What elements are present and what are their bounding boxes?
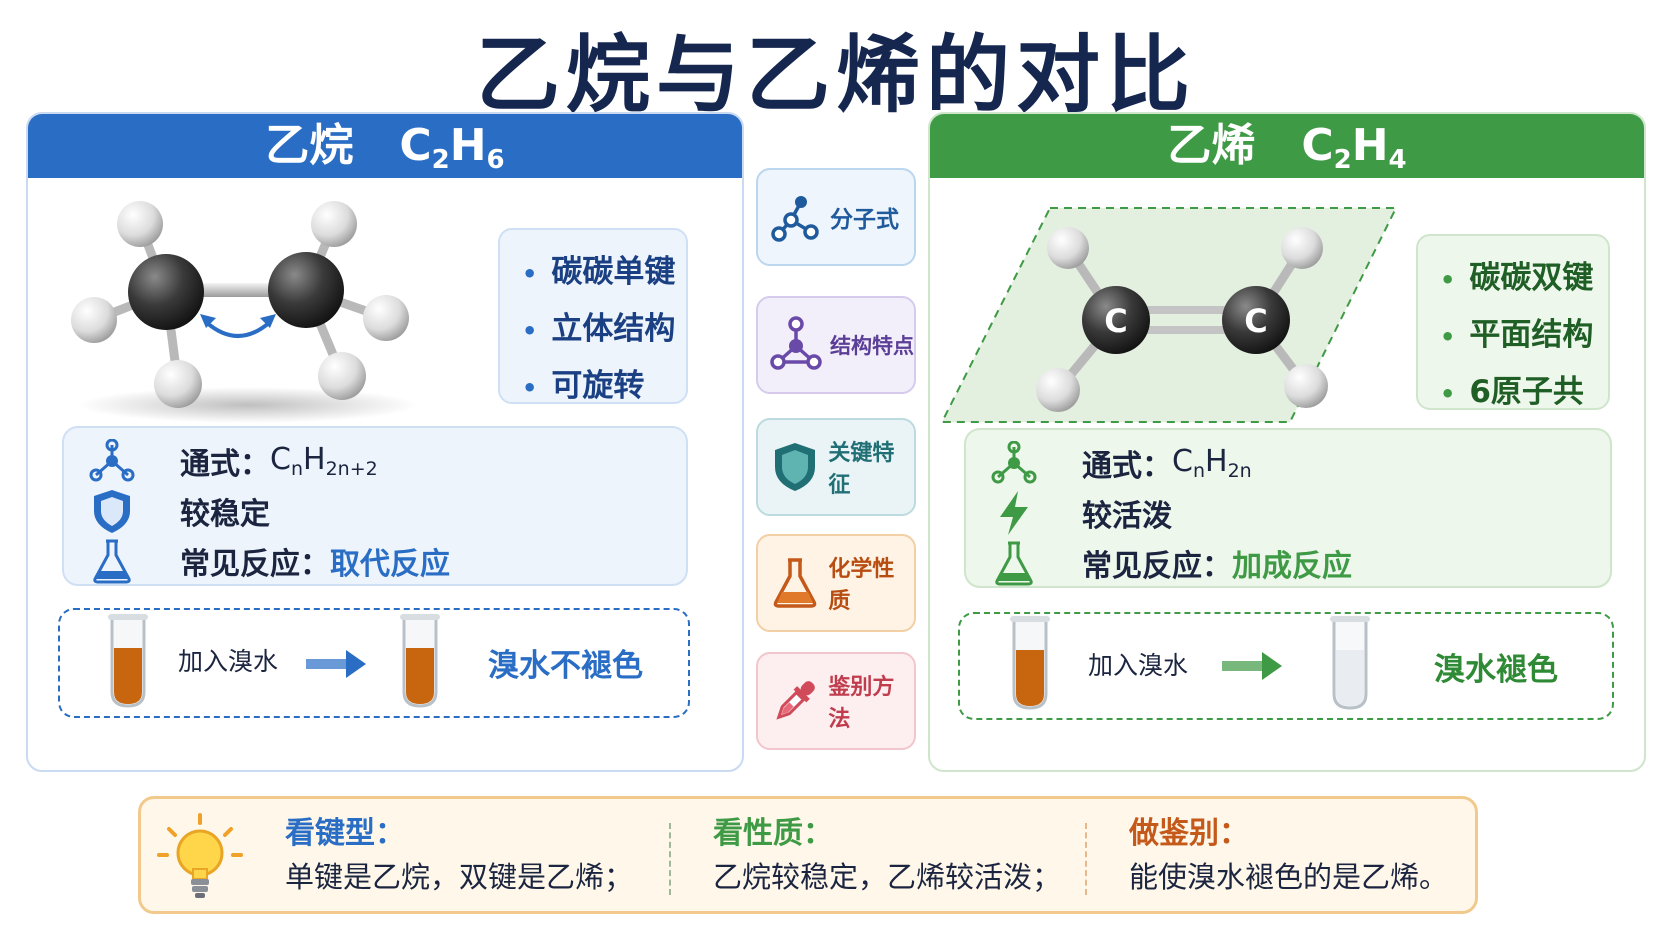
feature-item: •碳碳双键 bbox=[1440, 260, 1594, 296]
ethylene-features: •碳碳双键 •平面结构 •6原子共面 bbox=[1416, 234, 1610, 469]
general-formula: CnH2n+2 bbox=[270, 442, 378, 480]
summary-text: 乙烷较稳定，乙烯较活泼； bbox=[713, 860, 1062, 894]
test-action-label: 加入溴水 bbox=[178, 647, 279, 676]
summary-heading: 看键型： bbox=[285, 816, 405, 851]
category-structure: 结构特点 bbox=[756, 296, 916, 394]
lightning-icon bbox=[986, 488, 1042, 538]
page-title: 乙烷与乙烯的对比 bbox=[475, 26, 1196, 124]
feature-item: •可旋转 bbox=[522, 368, 645, 404]
shield-icon bbox=[84, 486, 140, 536]
flask-icon bbox=[766, 553, 824, 613]
flask-icon bbox=[84, 536, 140, 586]
ethane-bromine-test: 加入溴水 溴水不褪色 bbox=[58, 608, 690, 718]
stability-row: 较稳定 bbox=[84, 486, 270, 536]
ethane-name: 乙烷 bbox=[265, 120, 354, 171]
summary-box: 看键型： 单键是乙烷，双键是乙烯； 看性质： 乙烷较稳定，乙烯较活泼； 做鉴别：… bbox=[138, 796, 1478, 914]
general-formula: CnH2n bbox=[1172, 444, 1252, 482]
molecular-plane bbox=[940, 207, 1398, 423]
molecule-icon bbox=[766, 187, 826, 247]
test-tube-icon bbox=[108, 614, 148, 708]
reaction-type: 取代反应 bbox=[330, 547, 450, 582]
feature-item: •碳碳单键 bbox=[522, 254, 676, 290]
feature-item: •6原子共面 bbox=[1440, 374, 1584, 469]
stability-row: 较活泼 bbox=[986, 488, 1172, 538]
ethane-molecule-model bbox=[71, 201, 418, 423]
ethane-info-box: 通式： CnH2n+2 较稳定 常见反应： 取代反应 bbox=[62, 426, 688, 586]
arrow-icon bbox=[306, 650, 366, 678]
reaction-row: 常见反应： 加成反应 bbox=[986, 538, 1352, 588]
summary-bond-type: 看键型： 单键是乙烷，双键是乙烯； bbox=[285, 813, 633, 899]
ethylene-panel: 乙烯 C2H4 C C •碳碳双键 •平面结构 • bbox=[928, 112, 1646, 772]
reaction-row: 常见反应： 取代反应 bbox=[84, 536, 450, 586]
category-label: 结构特点 bbox=[830, 334, 914, 358]
summary-heading: 看性质： bbox=[713, 816, 833, 851]
category-identification: 鉴别方法 bbox=[756, 652, 916, 750]
molecule-icon bbox=[84, 436, 140, 486]
structure-icon bbox=[766, 315, 826, 375]
reaction-type: 加成反应 bbox=[1232, 549, 1352, 584]
ethane-panel: 乙烷 C2H6 bbox=[26, 112, 744, 772]
lightbulb-icon bbox=[157, 813, 243, 898]
dropper-icon bbox=[766, 671, 824, 731]
category-label: 关键特征 bbox=[828, 441, 895, 498]
flask-icon bbox=[986, 538, 1042, 588]
ethane-formula: C2H6 bbox=[399, 120, 505, 175]
test-tube-icon bbox=[1330, 616, 1370, 710]
test-action-label: 加入溴水 bbox=[1088, 651, 1189, 680]
category-label: 分子式 bbox=[830, 207, 899, 233]
category-molecular-formula: 分子式 bbox=[756, 168, 916, 266]
divider bbox=[1085, 823, 1087, 895]
summary-identification: 做鉴别： 能使溴水褪色的是乙烯。 bbox=[1129, 813, 1448, 899]
arrow-icon bbox=[1222, 652, 1282, 680]
general-formula-row: 通式： CnH2n bbox=[986, 438, 1252, 488]
ethylene-molecule-model: C C bbox=[940, 207, 1398, 423]
ethylene-bromine-test: 加入溴水 溴水褪色 bbox=[958, 612, 1614, 720]
test-result-label: 溴水褪色 bbox=[1434, 652, 1558, 688]
test-tube-icon bbox=[1010, 616, 1050, 710]
ethylene-header: 乙烯 C2H4 bbox=[930, 114, 1644, 178]
ethylene-info-box: 通式： CnH2n 较活泼 常见反应： 加成反应 bbox=[964, 428, 1612, 588]
ethane-features: •碳碳单键 •立体结构 •可旋转 bbox=[498, 228, 688, 404]
category-chemical-property: 化学性质 bbox=[756, 534, 916, 632]
carbon-label: C bbox=[1244, 302, 1267, 340]
summary-heading: 做鉴别： bbox=[1129, 816, 1249, 851]
category-label: 鉴别方法 bbox=[828, 675, 895, 732]
category-label: 化学性质 bbox=[828, 557, 895, 614]
carbon-label: C bbox=[1104, 302, 1127, 340]
summary-text: 能使溴水褪色的是乙烯。 bbox=[1129, 860, 1449, 894]
feature-item: •立体结构 bbox=[522, 311, 676, 347]
test-tube-icon bbox=[400, 614, 440, 708]
ethylene-formula: C2H4 bbox=[1301, 120, 1407, 175]
feature-item: •平面结构 bbox=[1440, 317, 1594, 353]
test-result-label: 溴水不褪色 bbox=[488, 648, 643, 684]
summary-property: 看性质： 乙烷较稳定，乙烯较活泼； bbox=[713, 813, 1061, 899]
ethylene-name: 乙烯 bbox=[1167, 120, 1256, 171]
category-key-feature: 关键特征 bbox=[756, 418, 916, 516]
divider bbox=[669, 823, 671, 895]
general-formula-row: 通式： CnH2n+2 bbox=[84, 436, 378, 486]
shield-icon bbox=[766, 437, 824, 497]
molecule-icon bbox=[986, 438, 1042, 488]
ethane-header: 乙烷 C2H6 bbox=[28, 114, 742, 178]
summary-text: 单键是乙烷，双键是乙烯； bbox=[285, 860, 634, 894]
